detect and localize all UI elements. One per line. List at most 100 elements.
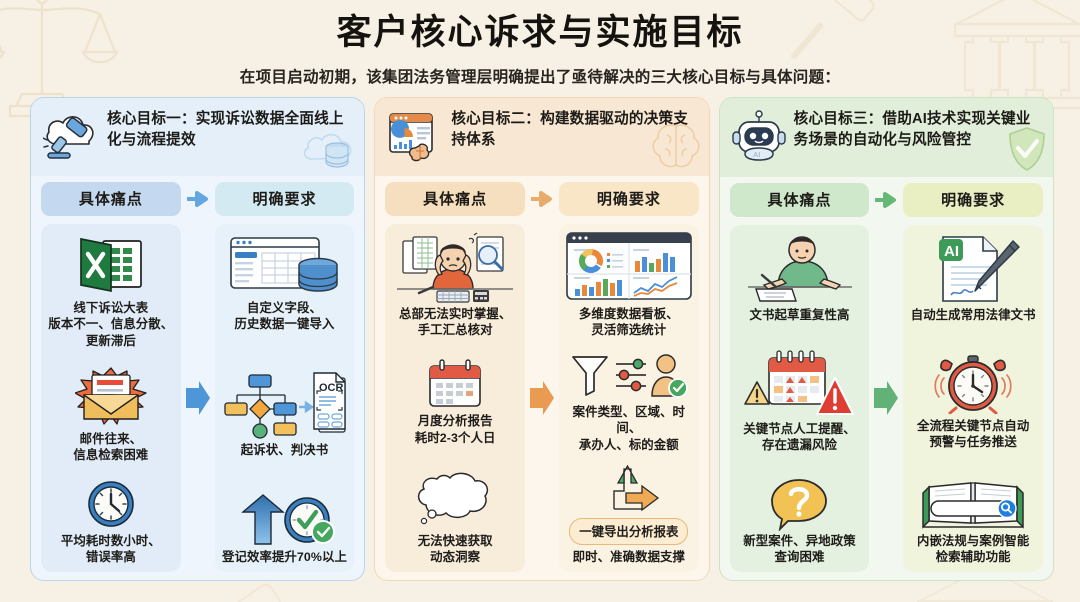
goal-panel-2-column-headers: 具体痛点 明确要求 <box>375 176 708 221</box>
goal-panel-2-requirement-column: 多维度数据看板、 灵活筛选统计 <box>559 223 699 572</box>
goal-panel-2-title: 核心目标二：构建数据驱动的决策支持体系 <box>451 110 689 149</box>
goal-panel-3-pain-column: 文书起草重复性高 <box>729 224 870 572</box>
ai-document-pen-icon: AI <box>925 233 1021 305</box>
calendar-warning-icon <box>743 347 855 419</box>
pain-to-requirement-arrow-icon <box>185 190 211 207</box>
list-item: 自定义字段、 历史数据一键导入 <box>219 232 351 333</box>
question-bubble-icon <box>768 477 830 532</box>
browser-table-database-icon <box>229 232 341 298</box>
goal-panel-1-title: 核心目标一：实现诉讼数据全面线上化与流程提效 <box>107 110 344 149</box>
svg-text:AI: AI <box>753 150 761 159</box>
page-subtitle: 在项目启动初期，该集团法务管理层明确提出了亟待解决的三大核心目标与具体问题： <box>239 68 841 86</box>
list-item: 线下诉讼大表 版本不一、信息分散、 更新滞后 <box>45 232 177 349</box>
export-arrows-icon <box>598 462 660 516</box>
svg-text:OCR: OCR <box>319 382 344 394</box>
list-item: AI 自动生成常用法律文书 <box>907 233 1039 323</box>
list-item-label: 案件类型、区域、时间、 承办人、标的金额 <box>572 404 686 452</box>
goal-panel-1-pain-column: 线下诉讼大表 版本不一、信息分散、 更新滞后 <box>41 223 181 572</box>
brain-icon <box>649 121 703 176</box>
list-item-label: 总部无法实时掌握、 手工汇总核对 <box>398 306 512 338</box>
list-item: OCR 起诉状、判决书 <box>219 368 351 458</box>
list-item-label: 自定义字段、 历史数据一键导入 <box>234 300 335 332</box>
list-item: 月度分析报告 耗时2-3个人日 <box>389 357 521 446</box>
infographic-header: 客户核心诉求与实施目标 在项目启动初期，该集团法务管理层明确提出了亟待解决的三大… <box>0 0 1080 87</box>
export-report-chip[interactable]: 一键导出分析报表 <box>569 518 689 546</box>
goal-panel-2-header: 核心目标二：构建数据驱动的决策支持体系 <box>375 97 709 176</box>
list-item: 多维度数据看板、 灵活筛选统计 <box>563 231 695 339</box>
pain-column-header: 具体痛点 <box>41 181 181 216</box>
list-item: 文书起草重复性高 <box>734 233 866 323</box>
flowchart-ocr-document-icon: OCR <box>223 368 347 440</box>
excel-spreadsheet-icon <box>77 232 145 298</box>
list-item-label: 线下诉讼大表 版本不一、信息分散、 更新滞后 <box>48 300 174 348</box>
robot-icon: AI <box>731 110 786 169</box>
dashboard-brain-icon <box>387 110 443 167</box>
list-item: 案件类型、区域、时间、 承办人、标的金额 <box>563 348 695 453</box>
list-item-label: 邮件往来、 信息检索困难 <box>73 431 149 462</box>
pain-to-requirement-arrow-icon <box>873 191 899 208</box>
list-item-label: 全流程关键节点自动 预警与任务推送 <box>916 418 1030 450</box>
list-item-label: 平均耗时数小时、 错误率高 <box>60 534 161 565</box>
list-item: 全流程关键节点自动 预警与任务推送 <box>907 350 1039 451</box>
person-writing-document-icon <box>740 233 858 305</box>
pain-column-header: 具体痛点 <box>729 182 870 217</box>
thought-cloud-icon <box>415 465 495 531</box>
clock-icon <box>86 477 136 531</box>
goal-panel-3-column-headers: 具体痛点 明确要求 <box>720 177 1053 222</box>
goal-panel-2-body: 总部无法实时掌握、 手工汇总核对 <box>375 221 708 580</box>
goal-panel-3-requirement-column: AI 自动生成常用法律文书 <box>903 224 1043 572</box>
goal-panel-1-requirement-column: 自定义字段、 历史数据一键导入 <box>214 223 355 572</box>
list-item: 邮件往来、 信息检索困难 <box>45 363 177 464</box>
frustrated-person-paperwork-icon <box>395 232 515 304</box>
list-item-label: 即时、准确数据支撑 <box>572 550 686 565</box>
requirement-column-header: 明确要求 <box>903 182 1043 217</box>
goal-panel-1: 核心目标一：实现诉讼数据全面线上化与流程提效 具体痛点 明确要求 <box>30 96 366 581</box>
filter-sliders-user-icon <box>570 348 688 402</box>
goal-panel-1-header: 核心目标一：实现诉讼数据全面线上化与流程提效 <box>31 97 365 176</box>
list-item-label: 关键节点人工提醒、 存在遗漏风险 <box>743 421 856 453</box>
page-title: 客户核心诉求与实施目标 <box>336 13 744 52</box>
list-item-label: 登记效率提升70%以上 <box>221 550 348 565</box>
list-item-label: 文书起草重复性高 <box>749 307 850 322</box>
goal-panel-2-transition-arrow <box>529 224 555 572</box>
list-item: 关键节点人工提醒、 存在遗漏风险 <box>734 347 866 454</box>
list-item-label: 新型案件、异地政策 查询困难 <box>743 534 856 565</box>
list-item: 一键导出分析报表 即时、准确数据支撑 <box>563 462 695 565</box>
pain-to-requirement-arrow-icon <box>529 190 555 207</box>
svg-text:AI: AI <box>944 243 959 260</box>
goal-panel-1-column-headers: 具体痛点 明确要求 <box>31 176 364 221</box>
open-envelope-burst-icon <box>74 363 147 429</box>
goal-panel-3: AI 核心目标三：借助AI技术实现关键业务场景的自动化与风险管控 具体痛点 明确… <box>718 96 1054 581</box>
requirement-column-header: 明确要求 <box>214 181 355 216</box>
list-item-label: 起诉状、判决书 <box>240 442 329 457</box>
list-item: 新型案件、异地政策 查询困难 <box>734 477 866 566</box>
goal-panel-3-header: AI 核心目标三：借助AI技术实现关键业务场景的自动化与风险管控 <box>719 97 1053 177</box>
shield-check-icon <box>1007 126 1047 177</box>
bi-dashboard-charts-icon <box>565 231 693 304</box>
list-item-label: 月度分析报告 耗时2-3个人日 <box>414 414 496 445</box>
requirement-column-header: 明确要求 <box>559 181 699 216</box>
goal-panel-3-body: 文书起草重复性高 <box>720 222 1053 580</box>
goal-panel-1-body: 线下诉讼大表 版本不一、信息分散、 更新滞后 <box>31 221 364 580</box>
goal-panel-3-transition-arrow <box>873 225 899 572</box>
list-item-label: 无法快速获取 动态洞察 <box>417 534 493 565</box>
goal-panel-2-pain-column: 总部无法实时掌握、 手工汇总核对 <box>385 223 525 572</box>
pain-column-header: 具体痛点 <box>385 181 525 216</box>
cloud-database-icon <box>302 129 358 176</box>
list-item-label: 自动生成常用法律文书 <box>910 307 1036 322</box>
goal-panel-1-transition-arrow <box>185 224 211 572</box>
list-item: 登记效率提升70%以上 <box>219 493 351 565</box>
list-item-label: 内嵌法规与案例智能 检索辅助功能 <box>916 534 1030 565</box>
cloud-gavel-icon <box>42 110 99 167</box>
list-item: 总部无法实时掌握、 手工汇总核对 <box>389 232 521 339</box>
list-item: 内嵌法规与案例智能 检索辅助功能 <box>907 477 1039 566</box>
list-item: 无法快速获取 动态洞察 <box>389 465 521 566</box>
list-item-label: 多维度数据看板、 灵活筛选统计 <box>578 306 679 338</box>
goal-panels-row: 核心目标一：实现诉讼数据全面线上化与流程提效 具体痛点 明确要求 <box>0 87 1080 581</box>
list-item: 平均耗时数小时、 错误率高 <box>45 477 177 566</box>
calendar-icon <box>426 357 484 411</box>
up-arrow-clock-check-icon <box>235 493 335 547</box>
book-search-icon <box>919 477 1027 531</box>
goal-panel-2: 核心目标二：构建数据驱动的决策支持体系 具体痛点 明确要求 <box>374 96 710 581</box>
goal-panel-3-title: 核心目标三：借助AI技术实现关键业务场景的自动化与风险管控 <box>793 110 1031 149</box>
